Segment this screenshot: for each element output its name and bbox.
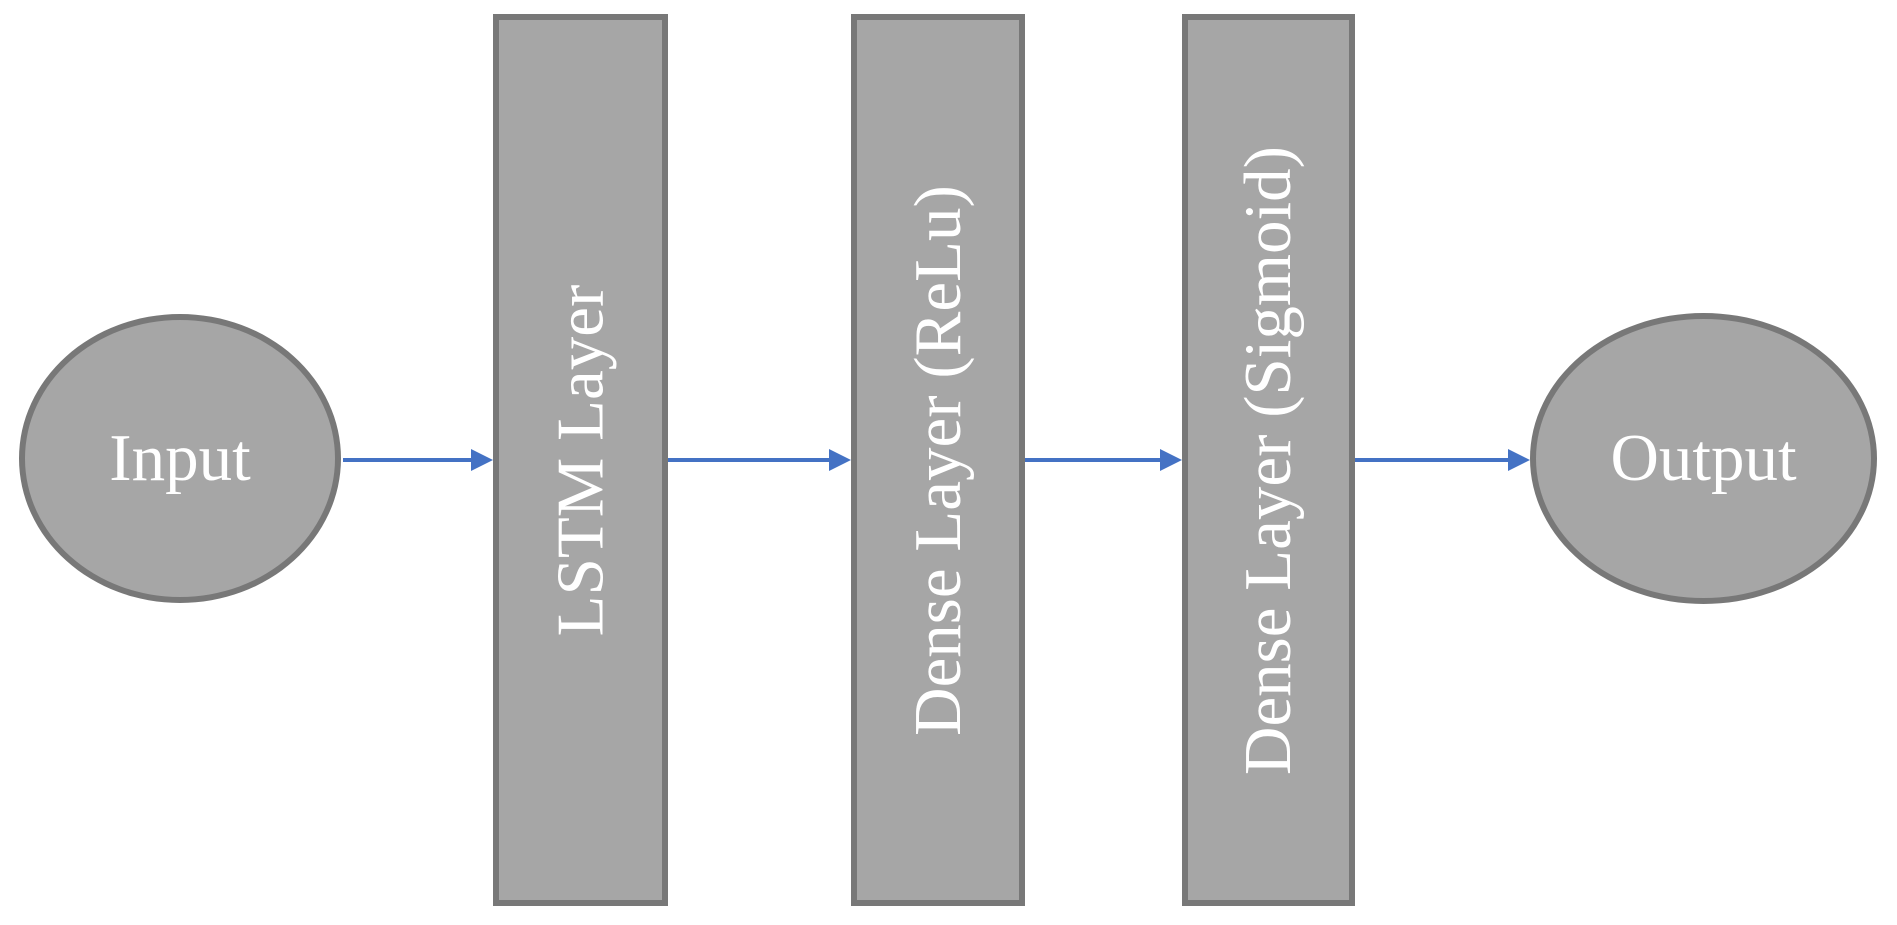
arrow-sigmoid-to-output xyxy=(1355,449,1530,471)
node-lstm-layer: LSTM Layer xyxy=(493,14,668,906)
node-input-label: Input xyxy=(109,421,251,495)
arrow-lstm-to-relu-head xyxy=(829,449,851,471)
arrow-input-to-lstm-head xyxy=(471,449,493,471)
arrow-input-to-lstm xyxy=(343,449,493,471)
node-input: Input xyxy=(19,314,341,603)
node-output: Output xyxy=(1530,313,1877,604)
node-output-label: Output xyxy=(1610,421,1797,495)
arrow-relu-to-sigmoid-head xyxy=(1160,449,1182,471)
node-lstm-layer-label: LSTM Layer xyxy=(543,284,617,636)
node-dense-layer-relu: Dense Layer (ReLu) xyxy=(851,14,1025,906)
node-dense-layer-relu-label: Dense Layer (ReLu) xyxy=(900,184,975,736)
node-dense-layer-sigmoid-label: Dense Layer (Sigmoid) xyxy=(1231,145,1306,775)
arrow-lstm-to-relu xyxy=(668,449,851,471)
arrow-relu-to-sigmoid xyxy=(1025,449,1182,471)
node-dense-layer-sigmoid: Dense Layer (Sigmoid) xyxy=(1182,14,1355,906)
arrow-sigmoid-to-output-head xyxy=(1508,449,1530,471)
